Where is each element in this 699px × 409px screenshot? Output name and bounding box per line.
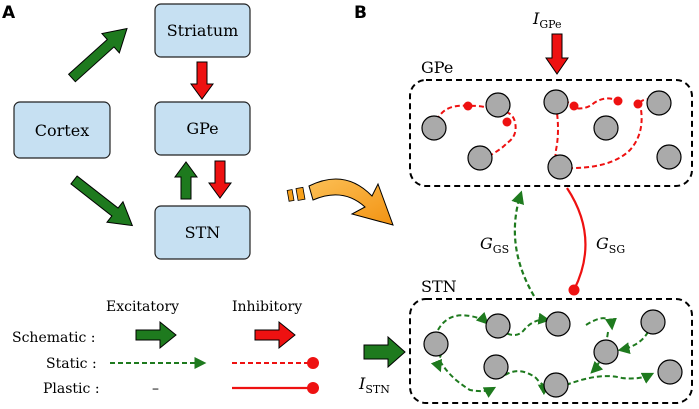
node-striatum: Striatum [154,3,251,58]
gsg-label: GSG [596,234,625,256]
legend-schematic-excitatory [135,320,177,350]
node-stn-label: STN [185,223,221,242]
legend-row-static: Static : [46,356,97,372]
panel-letter-b: B [354,3,367,23]
panel-letter-a: A [2,3,16,23]
input-stn-label: ISTN [358,374,390,396]
stn-neurons [423,309,683,398]
arrow-cortex-to-striatum [67,27,128,83]
input-stn-arrow [363,335,406,369]
gpe-population-box [409,79,693,187]
ggs-label: GGS [480,234,509,256]
node-gpe: GPe [154,101,251,156]
node-cortex: Cortex [13,101,111,159]
stn-population-box [409,298,693,404]
arrow-stn-to-gpe [174,161,198,200]
arrow-cortex-to-stn [70,175,134,227]
arrow-striatum-to-gpe [190,61,214,100]
transition-arrow [286,178,394,226]
input-gpe-label: IGPe [532,9,562,31]
legend-schematic-inhibitory [254,320,296,350]
legend-header-excitatory: Excitatory [106,299,179,315]
node-striatum-label: Striatum [167,21,239,40]
connection-gsg-inhibitory [566,187,587,291]
gpe-neurons [421,89,682,180]
legend-row-schematic: Schematic : [12,330,95,346]
legend-plastic-excitatory: – [152,381,159,397]
legend-plastic-inhibitory-dot [307,382,319,394]
legend-header-inhibitory: Inhibitory [232,299,302,315]
node-stn: STN [154,205,251,260]
gpe-synapse-dots [463,96,643,127]
stn-population-label: STN [421,277,457,296]
legend-row-plastic: Plastic : [43,381,100,397]
node-cortex-label: Cortex [35,121,89,140]
legend-static-inhibitory-dot [307,357,319,369]
arrow-gpe-to-stn [208,160,232,199]
connection-ggs-excitatory [511,190,535,297]
input-gpe-arrow [545,33,569,75]
gpe-population-label: GPe [421,58,453,77]
node-gpe-label: GPe [186,119,218,138]
connection-gsg-synapse [568,284,580,296]
